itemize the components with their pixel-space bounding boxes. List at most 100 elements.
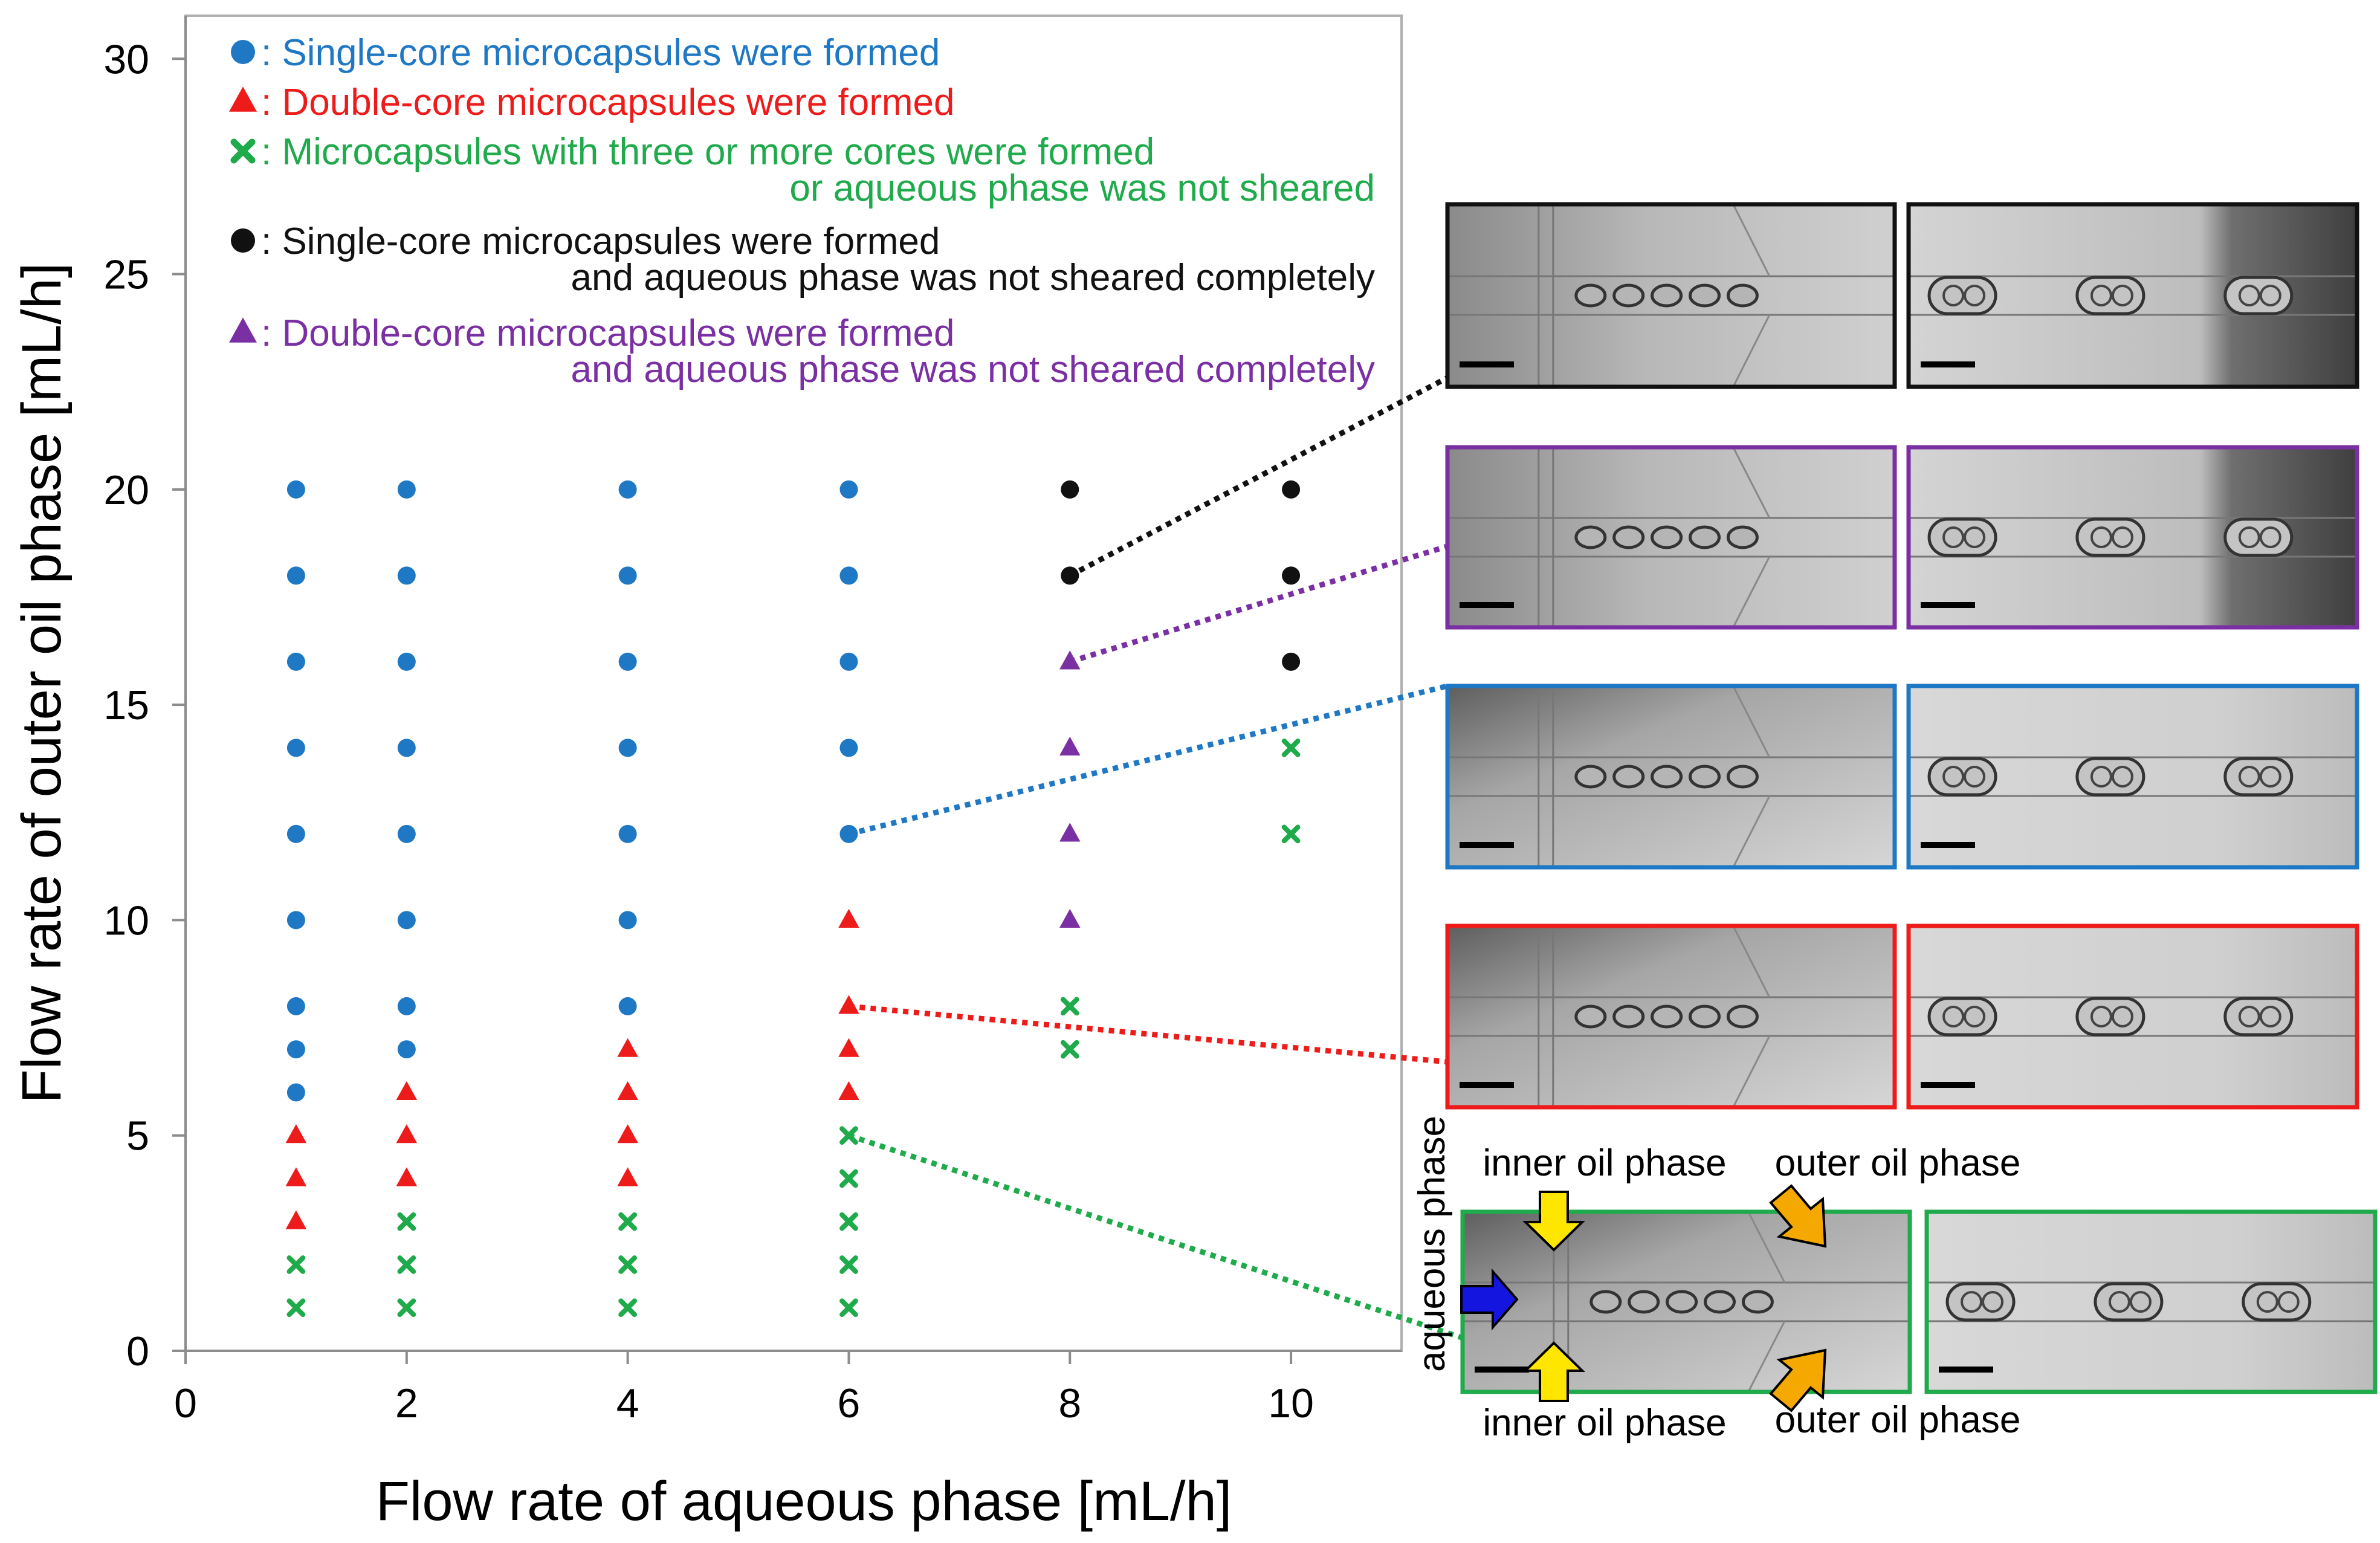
droplet xyxy=(1726,283,1759,308)
scale-bar xyxy=(1460,361,1514,367)
legend-marker-single xyxy=(231,40,255,64)
micrograph-frame-left xyxy=(1445,684,1897,870)
outer-oil-top-arrow-icon xyxy=(1769,1184,1827,1248)
point-double xyxy=(617,1081,638,1101)
inner-oil-phase-label-top: inner oil phase xyxy=(1483,1142,1726,1184)
capsule-core xyxy=(2129,1291,2152,1313)
scale-bar xyxy=(1921,842,1975,848)
micrograph-frame-left xyxy=(1445,924,1897,1110)
droplet xyxy=(1704,1290,1736,1314)
capsule-core xyxy=(2108,1291,2130,1313)
point-single xyxy=(839,566,858,585)
callout-line xyxy=(848,1133,1464,1341)
callout-line xyxy=(1069,375,1449,578)
point-single xyxy=(618,739,637,757)
point-single xyxy=(286,480,305,499)
legend-marker-single_incomplete xyxy=(231,228,255,253)
point-single xyxy=(397,480,416,499)
capsule-core xyxy=(2277,1291,2300,1313)
point-single xyxy=(618,997,637,1015)
point-double xyxy=(838,908,859,928)
droplet xyxy=(1651,525,1683,549)
point-single xyxy=(839,480,858,499)
droplet xyxy=(1574,525,1607,549)
point-single xyxy=(397,824,416,843)
legend-marker-multi xyxy=(230,138,256,164)
micrograph-pair xyxy=(1445,684,2359,870)
point-single xyxy=(397,1040,416,1059)
legend-label-double: : Double-core microcapsules were formed xyxy=(261,82,954,123)
scale-bar xyxy=(1939,1367,1993,1373)
micrograph-frame-left xyxy=(1445,202,1897,389)
micrograph-frame-right xyxy=(1906,445,2359,630)
capsule-core xyxy=(2111,285,2133,306)
point-multi xyxy=(397,1298,416,1318)
point-single xyxy=(618,652,637,671)
point-single xyxy=(839,824,858,843)
point-single xyxy=(286,911,305,930)
scale-bar xyxy=(1460,602,1514,608)
micrograph-frame-left xyxy=(1445,445,1897,630)
micrograph-panels xyxy=(1445,202,2378,1394)
capsule-core xyxy=(1964,766,1986,788)
point-double xyxy=(838,1038,859,1057)
flow-annotations: aqueous phase inner oil phase outer oil … xyxy=(1411,1116,2020,1444)
capsule-core xyxy=(2238,1006,2260,1027)
point-double_incomplete xyxy=(1059,650,1081,670)
scale-bar xyxy=(1460,1082,1514,1088)
point-single xyxy=(397,652,416,671)
point-multi xyxy=(839,1212,858,1231)
droplet xyxy=(1666,1290,1698,1314)
point-multi xyxy=(1060,997,1079,1016)
point-single xyxy=(286,1040,305,1059)
outer-junction-wall xyxy=(1732,925,1771,1108)
x-tick-label: 0 xyxy=(174,1380,197,1426)
y-tick-label: 10 xyxy=(103,898,149,943)
outer-oil-bottom-arrow-icon xyxy=(1769,1348,1827,1412)
point-multi xyxy=(1060,1040,1079,1059)
scale-bar xyxy=(1921,602,1975,608)
point-double xyxy=(617,1038,638,1057)
capsule-core xyxy=(1964,526,1986,548)
inner-oil-phase-label-bottom: inner oil phase xyxy=(1483,1402,1726,1444)
plot-frame xyxy=(184,15,1403,1352)
capsule-core xyxy=(2259,285,2281,306)
point-multi xyxy=(618,1298,638,1318)
point-single_incomplete xyxy=(1282,566,1301,585)
legend-label-multi: : Microcapsules with three or more cores… xyxy=(261,131,1154,173)
outer-junction-wall xyxy=(1732,447,1771,628)
point-multi xyxy=(1281,824,1301,844)
y-tick-label: 25 xyxy=(103,252,149,298)
y-tick-label: 30 xyxy=(103,36,149,82)
point-single xyxy=(397,739,416,757)
inner-oil-top-arrow-icon xyxy=(1522,1191,1585,1252)
point-multi xyxy=(286,1255,306,1274)
droplet xyxy=(1689,283,1721,308)
point-multi xyxy=(839,1255,858,1274)
droplet xyxy=(1612,1004,1645,1029)
droplet xyxy=(1651,283,1683,308)
point-single_incomplete xyxy=(1282,652,1301,671)
point-multi xyxy=(618,1212,638,1231)
droplet xyxy=(1612,765,1645,789)
legend-marker-double_incomplete xyxy=(229,317,257,343)
outer-junction-wall xyxy=(1732,685,1771,868)
point-multi xyxy=(839,1169,858,1188)
aqueous-phase-label: aqueous phase xyxy=(1411,1116,1453,1372)
y-tick-label: 20 xyxy=(103,467,149,513)
micrograph-pair xyxy=(1460,1209,2378,1394)
capsule-core xyxy=(1964,1006,1986,1027)
point-single xyxy=(839,739,858,757)
point-double xyxy=(396,1081,418,1101)
legend-label-double_incomplete: : Double-core microcapsules were formed xyxy=(261,312,954,354)
droplet xyxy=(1612,525,1645,549)
outer-oil-phase-label-bottom: outer oil phase xyxy=(1775,1399,2021,1441)
point-multi xyxy=(839,1298,858,1318)
point-single xyxy=(286,566,305,585)
point-single xyxy=(286,1083,305,1102)
point-single xyxy=(618,824,637,843)
point-double xyxy=(285,1124,307,1144)
callout-line xyxy=(848,683,1449,837)
